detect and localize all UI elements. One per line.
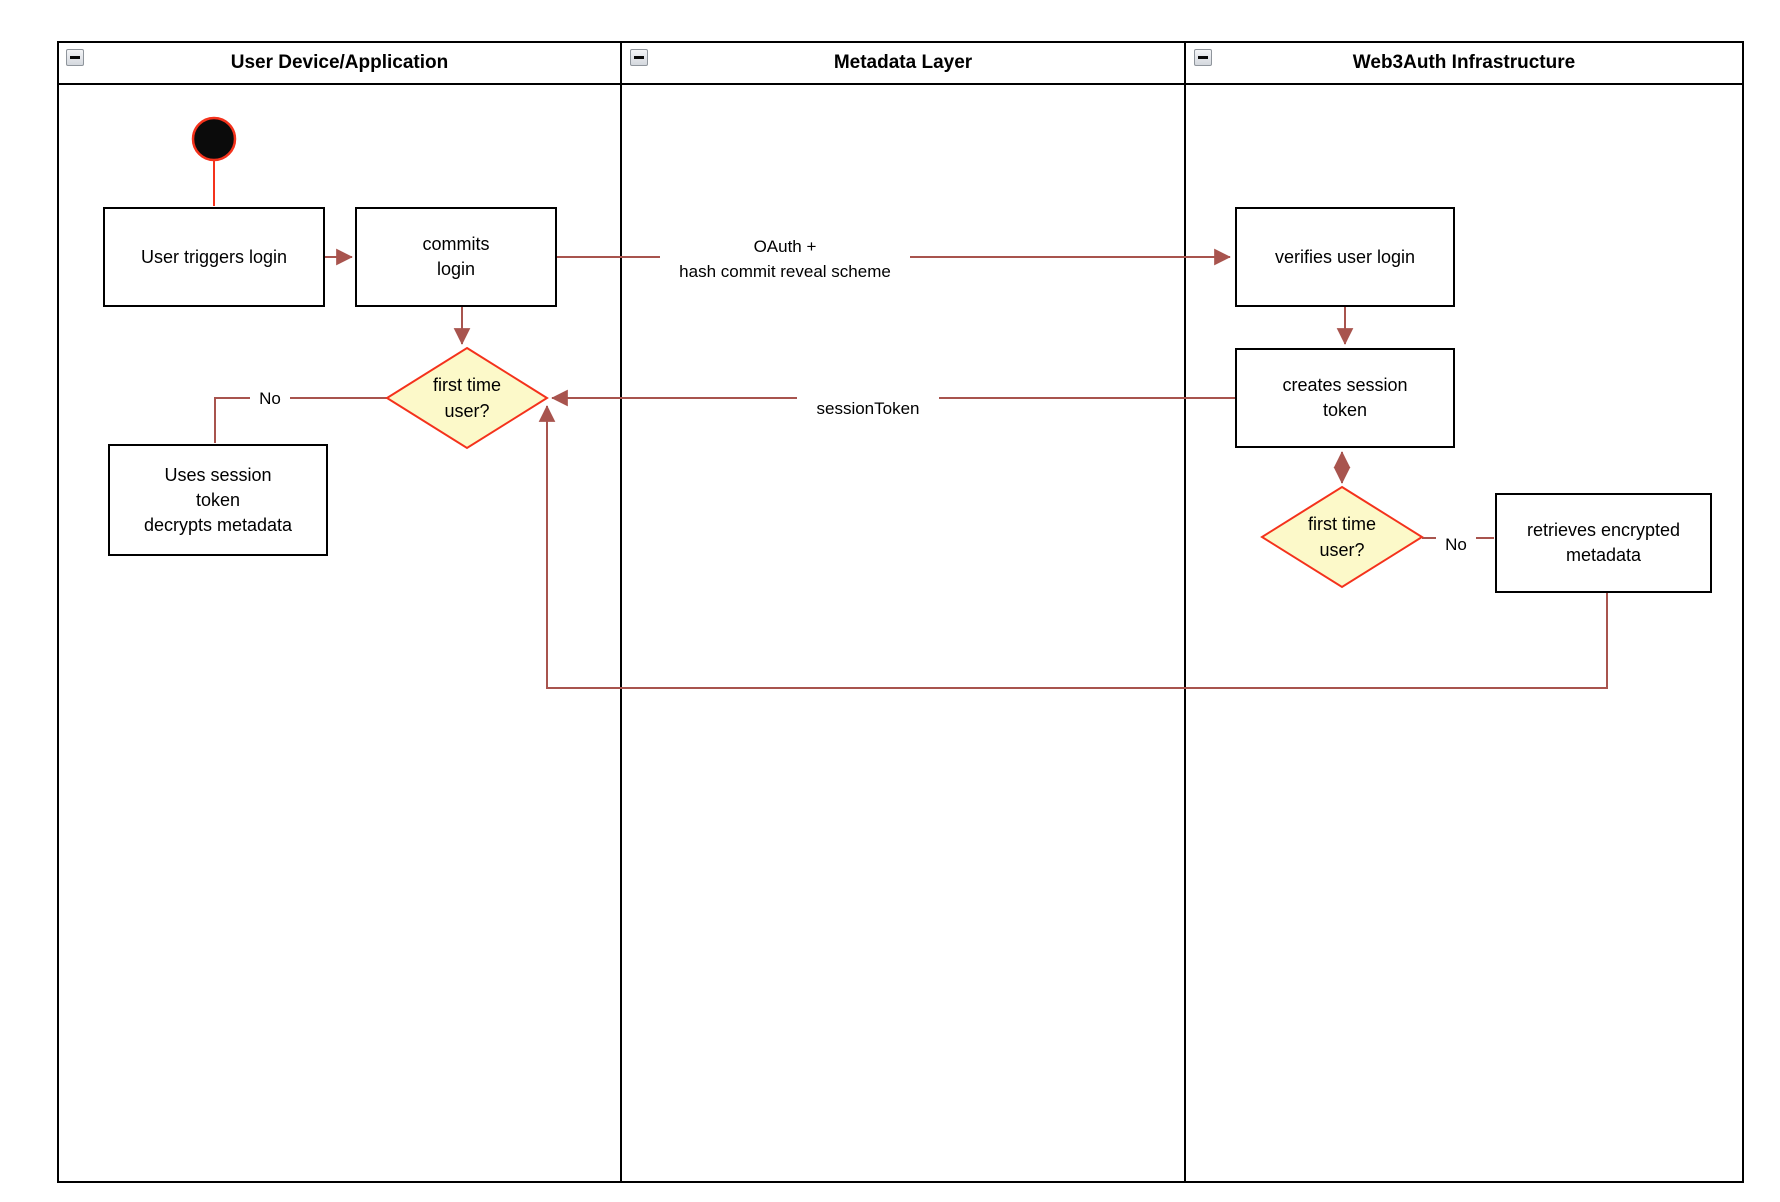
lane-header-user-device: User Device/Application [59,43,620,83]
edge-retrieves-to-decision1 [538,405,1608,689]
node-uses-session-token[interactable]: Uses session token decrypts metadata [108,444,328,556]
minus-icon [634,56,644,59]
node-label: User triggers login [140,246,288,267]
node-label: login [436,259,476,279]
minus-icon [1198,56,1208,59]
edge-decision-no-to-uses-session [214,397,387,443]
edge-label-line: sessionToken [816,398,920,418]
edge-label-line: No [1445,534,1467,554]
node-label: token [195,489,241,510]
decision-first-time-user-2[interactable] [1260,485,1424,589]
node-label: token [1322,400,1368,420]
lane-header-metadata-layer: Metadata Layer [622,43,1184,83]
node-label: verifies user login [1274,246,1416,267]
node-verifies-user-login[interactable]: verifies user login [1235,207,1455,307]
edge-label-line: hash commit reveal scheme [679,262,891,281]
decision-label-first-time-user-1: first time user? [387,348,547,448]
decision-label-first-time-user-2: first time user? [1262,487,1422,587]
node-creates-session-token[interactable]: creates session token [1235,348,1455,448]
start-node[interactable] [191,116,237,162]
node-user-triggers-login[interactable]: User triggers login [103,207,325,307]
lane-divider-2 [1184,41,1186,1183]
collapse-lane-button[interactable] [66,49,84,66]
node-label: user? [444,401,490,421]
edge-label-line: OAuth + [753,237,817,256]
edge-label-session-token: sessionToken [797,395,939,421]
lane-title: Web3Auth Infrastructure [1352,52,1576,73]
node-label: retrieves encrypted [1526,520,1681,540]
collapse-lane-button[interactable] [630,49,648,66]
node-label: first time [1307,514,1376,534]
node-label: Uses session [164,464,272,485]
node-label: decrypts metadata [143,514,293,535]
edge-label-oauth: OAuth + hash commit reveal scheme [660,234,910,284]
minus-icon [70,56,80,59]
node-label: creates session [1282,375,1408,395]
lane-title: User Device/Application [230,52,449,73]
node-retrieves-encrypted-metadata[interactable]: retrieves encrypted metadata [1495,493,1712,593]
node-commits-login[interactable]: commits login [355,207,557,307]
lane-header-web3auth: Web3Auth Infrastructure [1186,43,1742,83]
node-label: user? [1319,540,1365,560]
swimlane-pool [57,41,1744,1183]
lane-divider-1 [620,41,622,1183]
edge-label-no-right: No [1436,532,1476,556]
edge-label-line: No [259,388,281,408]
node-label: first time [432,375,501,395]
node-label: commits [422,234,490,254]
lane-title: Metadata Layer [833,52,973,73]
collapse-lane-button[interactable] [1194,49,1212,66]
edge-label-no-left: No [250,386,290,410]
lane-header-divider [57,83,1744,85]
decision-first-time-user-1[interactable] [385,346,549,450]
node-label: metadata [1565,545,1642,565]
